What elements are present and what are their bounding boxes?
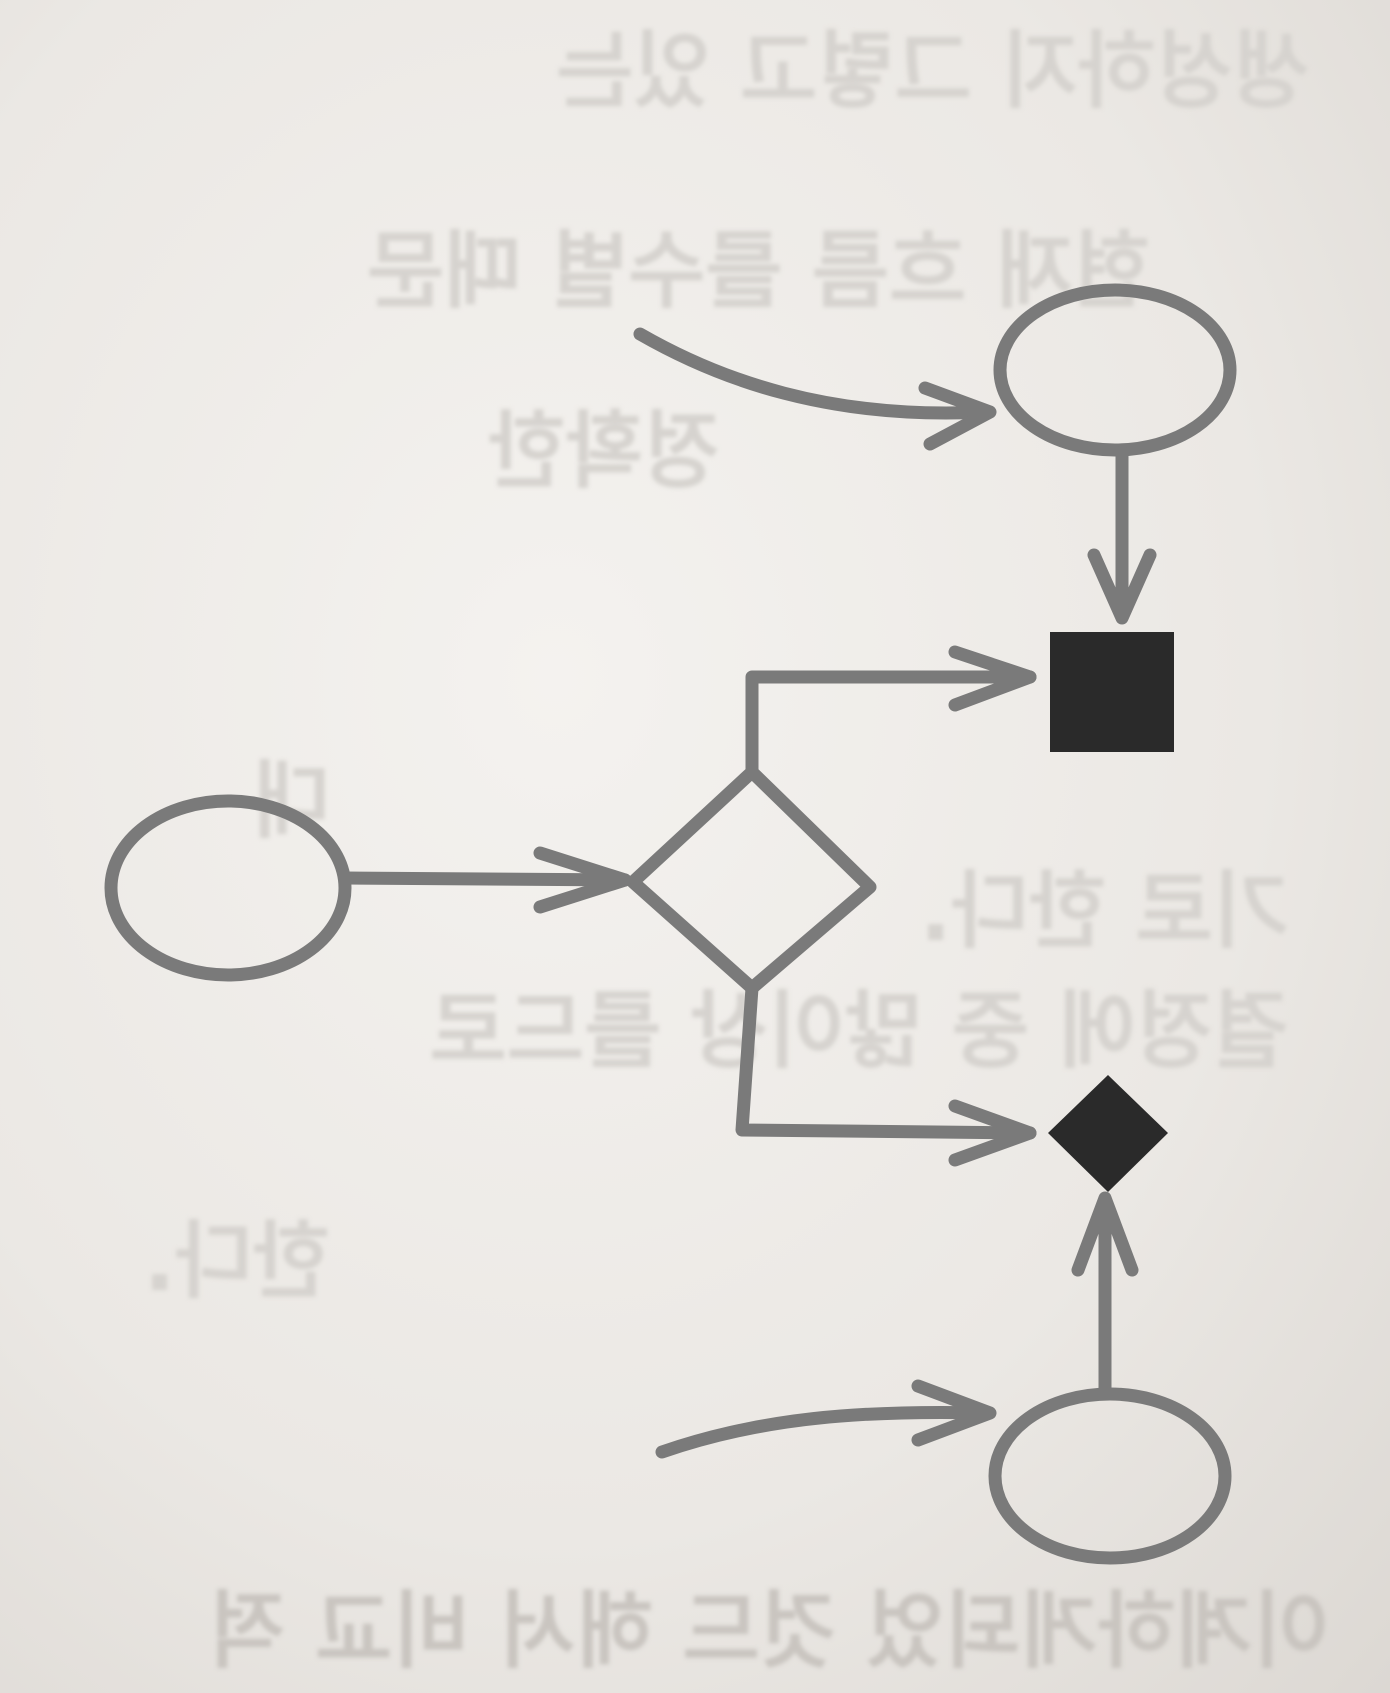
bleed-text-line: 생성하지 그렇고 있는 — [556, 22, 1310, 120]
bleed-through-text-group: 생성하지 그렇고 있는 현재 흐름 를수별 때문 정확한 대 기로 한다. 결정… — [144, 22, 1330, 1680]
oval-node-bottom — [988, 1387, 1232, 1565]
decision-diamond — [626, 765, 877, 995]
arrowhead-into-square-from-diamond — [948, 645, 1037, 712]
arrow-left-oval-to-diamond — [339, 871, 632, 887]
bleed-text-line: 정확한 — [488, 402, 720, 500]
curved-arrow-into-bottom-oval — [655, 1405, 992, 1459]
bleed-text-line: 한다. — [144, 1212, 330, 1310]
arrowhead-into-square-from-top — [1087, 548, 1157, 625]
arrowhead-bottom-oval — [911, 1379, 997, 1447]
bleed-text-line: 기로 한다. — [920, 862, 1290, 960]
arrowhead-top-oval — [918, 381, 997, 451]
bleed-text-line: 현재 흐름 를수별 때문 — [367, 222, 1150, 320]
arrowhead-into-diamond — [533, 846, 632, 914]
bleed-text-line: 이계하게되었 것드 해서 비교 적 — [208, 1582, 1330, 1680]
arrow-diamond-to-filled-diamond — [735, 981, 1037, 1140]
filled-square-node — [1050, 632, 1174, 752]
oval-node-top — [993, 283, 1237, 457]
arrowhead-into-filled-diamond-from-left — [948, 1099, 1037, 1167]
arrow-diamond-to-square — [745, 670, 1037, 779]
filled-diamond-node — [1048, 1075, 1168, 1192]
curved-arrow-into-top-oval — [633, 327, 992, 420]
arrowhead-into-filled-diamond-from-bottom — [1071, 1191, 1139, 1277]
bleed-text-line: 결정에 중 많이상 를드로 — [429, 982, 1290, 1080]
oval-node-left — [104, 794, 352, 982]
